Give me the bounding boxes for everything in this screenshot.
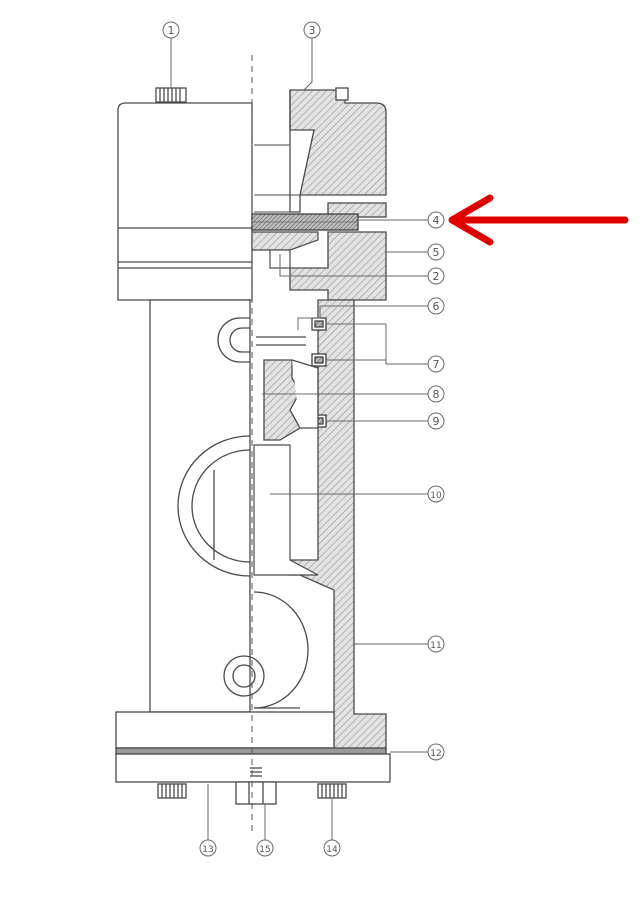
callout-8: 8 bbox=[427, 385, 445, 403]
callout-label: 1 bbox=[168, 24, 175, 37]
top-knob bbox=[155, 87, 187, 103]
inner-cone bbox=[253, 444, 319, 576]
callout-14: 14 bbox=[323, 839, 341, 857]
callout-1: 1 bbox=[162, 21, 180, 39]
callout-5: 5 bbox=[427, 243, 445, 261]
callout-4: 4 bbox=[427, 211, 445, 229]
callout-label: 12 bbox=[430, 749, 441, 759]
callout-6: 6 bbox=[427, 297, 445, 315]
retaining-ring bbox=[251, 231, 319, 269]
callout-label: 6 bbox=[433, 300, 440, 313]
callout-9: 9 bbox=[427, 412, 445, 430]
upper-hook bbox=[217, 317, 306, 363]
top-housing-section bbox=[254, 87, 387, 301]
callout-label: 15 bbox=[259, 845, 270, 855]
callout-label: 2 bbox=[433, 270, 440, 283]
callout-label: 7 bbox=[433, 358, 440, 371]
callout-label: 4 bbox=[433, 214, 440, 227]
callout-label: 3 bbox=[309, 24, 316, 37]
top-housing bbox=[117, 102, 253, 301]
callout-15: 15 bbox=[256, 839, 274, 857]
callout-2: 2 bbox=[427, 267, 445, 285]
body-cylinder bbox=[149, 299, 251, 713]
lower-hook bbox=[223, 591, 309, 709]
callout-label: 10 bbox=[430, 491, 442, 501]
wall-section bbox=[289, 299, 387, 751]
callout-label: 5 bbox=[433, 246, 440, 259]
callout-13: 13 bbox=[199, 839, 217, 857]
piston bbox=[263, 359, 319, 441]
callout-label: 11 bbox=[430, 641, 441, 651]
callout-10: 10 bbox=[427, 485, 445, 503]
callout-11: 11 bbox=[427, 635, 445, 653]
d-bracket bbox=[177, 435, 251, 577]
callout-label: 9 bbox=[433, 415, 440, 428]
highlight-arrow bbox=[448, 194, 629, 246]
bottom-foot-right bbox=[317, 783, 347, 799]
leader-lines bbox=[170, 38, 428, 840]
callout-7: 7 bbox=[427, 355, 445, 373]
center-bolt bbox=[235, 767, 277, 805]
bottom-foot-left bbox=[157, 783, 187, 799]
callout-label: 13 bbox=[202, 845, 213, 855]
callout-label: 14 bbox=[326, 845, 338, 855]
seal-plate bbox=[251, 213, 359, 231]
callout-label: 8 bbox=[433, 388, 440, 401]
callout-12: 12 bbox=[427, 743, 445, 761]
callout-3: 3 bbox=[303, 21, 321, 39]
